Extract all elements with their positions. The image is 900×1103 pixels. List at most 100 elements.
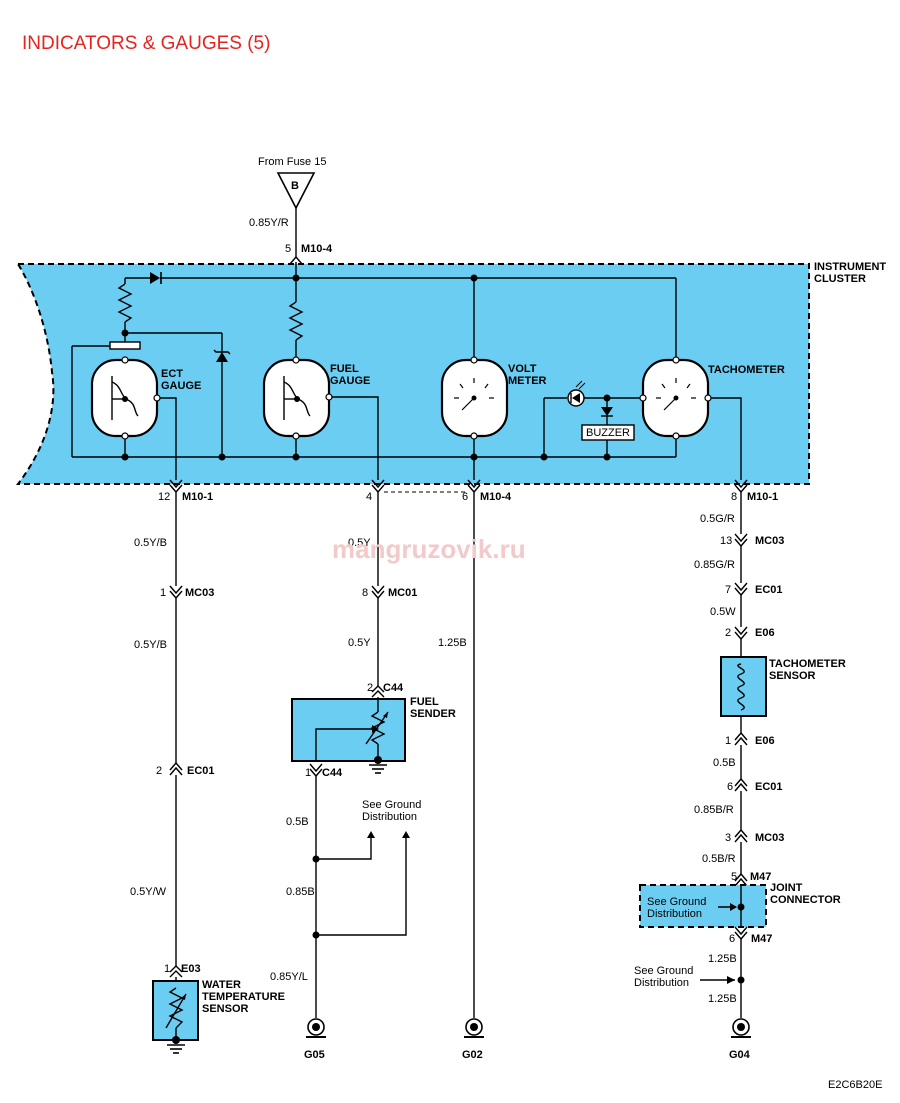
tach-pin-1: 8 bbox=[731, 491, 737, 503]
fuel-gauge-label-2: GAUGE bbox=[330, 375, 370, 387]
ect-wire-1: 0.5Y/B bbox=[134, 537, 167, 549]
tach-wire-2: 0.85G/R bbox=[694, 559, 735, 571]
connector-m47-bottom-icon bbox=[734, 926, 748, 941]
connector-c44-bottom-icon bbox=[309, 763, 323, 778]
water-temp-sensor-label-3: SENSOR bbox=[202, 1003, 249, 1015]
tachometer-sensor-coil-icon bbox=[737, 663, 745, 711]
tachometer-gauge-icon bbox=[641, 358, 710, 438]
tach-conn-8: M47 bbox=[750, 871, 771, 883]
power-connector-icon bbox=[289, 255, 303, 265]
fuel-sender-ground-icon bbox=[369, 764, 387, 774]
connector-mc01-fuel-icon bbox=[371, 585, 385, 600]
fuel-wire-5: 0.85B bbox=[286, 886, 315, 898]
tach-pin-4: 2 bbox=[725, 627, 731, 639]
tach-conn-2: MC03 bbox=[755, 535, 784, 547]
connector-e03-icon bbox=[169, 965, 183, 978]
connector-ec01-tach-icon bbox=[734, 582, 748, 597]
connector-ec01-lower-icon bbox=[734, 777, 748, 792]
watermark: mangruzovik.ru bbox=[332, 534, 526, 564]
ground-g05-icon bbox=[306, 1018, 326, 1038]
tach-wire-3: 0.5W bbox=[710, 606, 736, 618]
fuel-sender-label-1: FUEL bbox=[410, 696, 439, 708]
fuel-pin-2: 8 bbox=[362, 587, 368, 599]
ect-wire-3: 0.5Y/W bbox=[130, 886, 167, 898]
water-temp-sensor-resistor-icon bbox=[168, 987, 184, 1029]
ect-gauge-label-1: ECT bbox=[161, 368, 183, 380]
fuse-terminal-icon bbox=[276, 172, 316, 210]
fuel-wire-6: 0.85Y/L bbox=[270, 971, 308, 983]
tach-ground-ref-2: Distribution bbox=[634, 977, 689, 989]
fuel-pin-1: 4 bbox=[366, 491, 372, 503]
tach-wire-7: 0.5B/R bbox=[702, 853, 736, 865]
tach-wire-5: 0.5B bbox=[713, 757, 736, 769]
ect-gauge-label-2: GAUGE bbox=[161, 380, 201, 392]
ect-pin-4: 1 bbox=[164, 963, 170, 975]
ect-bimetal-icon bbox=[109, 341, 141, 350]
fuel-gauge-label-1: FUEL bbox=[330, 363, 359, 375]
fuel-resistor-icon bbox=[288, 301, 304, 341]
volt-conn: M10-4 bbox=[480, 491, 512, 503]
connector-mc03-lower-icon bbox=[734, 828, 748, 843]
fuel-conn-3: C44 bbox=[383, 682, 404, 694]
joint-connector-label-1: JOINT bbox=[770, 882, 803, 894]
tach-conn-6: EC01 bbox=[755, 781, 783, 793]
diagram-title: INDICATORS & GAUGES (5) bbox=[22, 33, 270, 54]
ect-conn-3: EC01 bbox=[187, 765, 215, 777]
buzzer-diode-icon bbox=[601, 407, 613, 416]
tach-pin-6: 6 bbox=[727, 781, 733, 793]
figure-code: E2C6B20E bbox=[828, 1079, 882, 1091]
fuel-ground-ref-arrow-2 bbox=[402, 831, 410, 838]
fuse-source-label: From Fuse 15 bbox=[258, 156, 326, 168]
ect-pin-3: 2 bbox=[156, 765, 162, 777]
power-wire-label: 0.85Y/R bbox=[249, 217, 289, 229]
tach-pin-5: 1 bbox=[725, 735, 731, 747]
cluster-label-1: INSTRUMENT bbox=[814, 261, 886, 273]
volt-pin: 6 bbox=[462, 491, 468, 503]
fuel-sender-label-2: SENDER bbox=[410, 708, 456, 720]
tach-pin-7: 3 bbox=[725, 832, 731, 844]
tach-pin-2: 13 bbox=[720, 535, 732, 547]
cluster-label-2: CLUSTER bbox=[814, 273, 866, 285]
ect-conn-2: MC03 bbox=[185, 587, 214, 599]
ect-wire-2: 0.5Y/B bbox=[134, 639, 167, 651]
tach-conn-9: M47 bbox=[751, 933, 772, 945]
joint-ground-ref-2: Distribution bbox=[647, 908, 702, 920]
fuel-conn-4: C44 bbox=[322, 767, 343, 779]
ground-g02-label: G02 bbox=[462, 1049, 483, 1061]
tach-wire-9: 1.25B bbox=[708, 953, 737, 965]
fuel-gauge-icon bbox=[262, 358, 331, 438]
fuse-terminal-symbol: B bbox=[291, 180, 299, 192]
water-temp-sensor-label-2: TEMPERATURE bbox=[202, 991, 285, 1003]
connector-m47-top-icon bbox=[734, 872, 748, 887]
volt-meter-icon bbox=[440, 358, 509, 438]
buzzer-label: BUZZER bbox=[586, 427, 630, 439]
connector-e06-bottom-icon bbox=[734, 731, 748, 746]
connector-ec01-ect-icon bbox=[169, 761, 183, 776]
ect-gauge-icon bbox=[90, 358, 159, 438]
tach-conn-7: MC03 bbox=[755, 832, 784, 844]
ect-resistor-icon bbox=[117, 283, 133, 323]
tach-wire-6: 0.85B/R bbox=[694, 804, 734, 816]
fuel-pin-3: 2 bbox=[367, 682, 373, 694]
fuel-ground-ref-arrow-1 bbox=[367, 831, 375, 838]
tach-wire-10: 1.25B bbox=[708, 993, 737, 1005]
fuel-wire-4: 0.5B bbox=[286, 816, 309, 828]
fuel-ground-ref-2: Distribution bbox=[362, 811, 417, 823]
fuel-wire-2: 0.5Y bbox=[348, 637, 371, 649]
diode-icon bbox=[150, 272, 160, 284]
ground-g05-label: G05 bbox=[304, 1049, 325, 1061]
ground-g04-label: G04 bbox=[729, 1049, 751, 1061]
ground-g04-icon bbox=[731, 1018, 751, 1038]
ect-pin-2: 1 bbox=[160, 587, 166, 599]
tach-conn-5: E06 bbox=[755, 735, 775, 747]
tach-wire-1: 0.5G/R bbox=[700, 513, 735, 525]
fuel-ground-ref-1: See Ground bbox=[362, 799, 421, 811]
joint-ground-ref-1: See Ground bbox=[647, 896, 706, 908]
joint-connector-label-2: CONNECTOR bbox=[770, 894, 841, 906]
connector-mc03-tach-icon bbox=[734, 533, 748, 548]
tach-conn-4: E06 bbox=[755, 627, 775, 639]
fuel-sender-box bbox=[291, 698, 406, 762]
tach-conn-3: EC01 bbox=[755, 584, 783, 596]
tach-ground-ref-1: See Ground bbox=[634, 965, 693, 977]
ground-g02-icon bbox=[464, 1018, 484, 1038]
